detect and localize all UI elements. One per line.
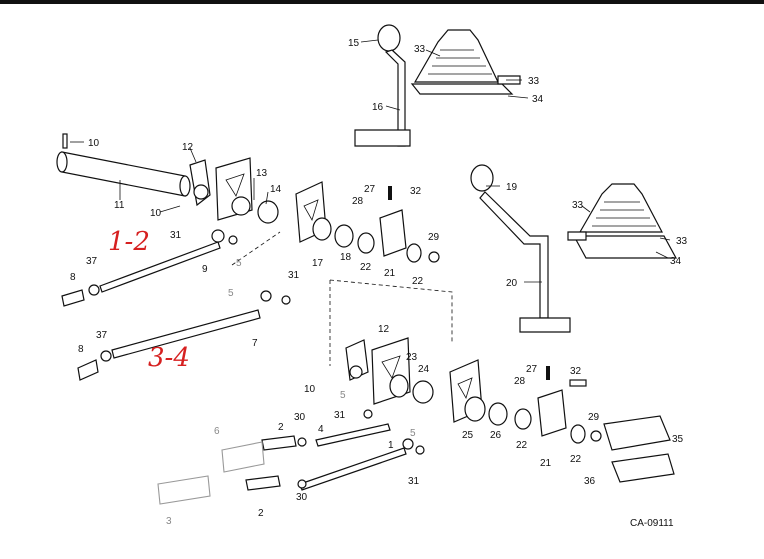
shift-rods-lower — [157, 409, 425, 505]
callout-10: 10 — [150, 208, 162, 219]
callout-33: 33 — [676, 236, 688, 247]
callout-16: 16 — [372, 102, 384, 113]
shift-block-upper — [379, 186, 440, 263]
callout-2: 2 — [278, 422, 284, 433]
callout-7: 7 — [252, 338, 258, 349]
callout-5: 5 — [236, 258, 242, 269]
callout-36: 36 — [584, 476, 596, 487]
shift-plate-upper — [215, 157, 279, 224]
callout-2: 2 — [258, 508, 264, 519]
shift-rod-1-2 — [61, 229, 238, 307]
callout-19: 19 — [506, 182, 518, 193]
callout-30: 30 — [296, 492, 308, 503]
callout-12: 12 — [378, 324, 390, 335]
callout-9: 9 — [202, 264, 208, 275]
lever-boot-upper — [410, 29, 521, 95]
callout-27: 27 — [526, 364, 538, 375]
callout-21: 21 — [540, 458, 552, 469]
callout-5: 5 — [410, 428, 416, 439]
callout-21: 21 — [384, 268, 396, 279]
shift-block-lower — [537, 366, 602, 444]
callout-29: 29 — [588, 412, 600, 423]
callout-28: 28 — [514, 376, 526, 387]
shift-plate-lower — [371, 337, 434, 405]
alignment-lines — [231, 231, 453, 366]
callout-8: 8 — [78, 344, 84, 355]
callout-34: 34 — [670, 256, 682, 267]
callout-17: 17 — [312, 258, 324, 269]
callout-30: 30 — [294, 412, 306, 423]
callout-15: 15 — [348, 38, 360, 49]
callout-13: 13 — [256, 168, 268, 179]
leader-lines — [70, 39, 671, 283]
drawing-code: CA-09111 — [630, 518, 674, 529]
callout-5: 5 — [340, 390, 346, 401]
callout-8: 8 — [70, 272, 76, 283]
cover-plates — [603, 415, 675, 483]
callout-27: 27 — [364, 184, 376, 195]
callout-1: 1 — [388, 440, 394, 451]
callout-22: 22 — [412, 276, 424, 287]
callout-10: 10 — [304, 384, 316, 395]
callout-31: 31 — [334, 410, 346, 421]
callout-20: 20 — [506, 278, 518, 289]
handwritten-1-2: 1-2 — [108, 227, 150, 257]
callout-18: 18 — [340, 252, 352, 263]
callout-34: 34 — [532, 94, 544, 105]
gate-plate-lower — [449, 359, 532, 430]
callout-24: 24 — [418, 364, 430, 375]
callout-33: 33 — [414, 44, 426, 55]
callout-22: 22 — [570, 454, 582, 465]
callout-10: 10 — [88, 138, 100, 149]
callout-32: 32 — [410, 186, 422, 197]
callout-5: 5 — [228, 288, 234, 299]
callout-26: 26 — [490, 430, 502, 441]
callout-33: 33 — [528, 76, 540, 87]
handwritten-3-4: 3-4 — [148, 343, 190, 373]
callout-25: 25 — [462, 430, 474, 441]
bracket-upper — [189, 159, 211, 207]
callout-31: 31 — [170, 230, 182, 241]
shift-lever-upper — [354, 24, 411, 147]
callout-4: 4 — [318, 424, 324, 435]
gate-plate-upper — [295, 181, 375, 254]
shift-lever-lower — [470, 164, 571, 333]
bracket-lower — [345, 339, 369, 381]
callout-22: 22 — [360, 262, 372, 273]
callout-14: 14 — [270, 184, 282, 195]
callout-33: 33 — [572, 200, 584, 211]
callout-3: 3 — [166, 516, 172, 527]
callout-23: 23 — [406, 352, 418, 363]
lever-boot-lower — [567, 183, 678, 259]
shift-rod-3-4 — [77, 290, 291, 381]
shifter-shaft — [56, 133, 191, 197]
callout-11: 11 — [114, 200, 125, 211]
callout-37: 37 — [96, 330, 108, 341]
callout-37: 37 — [86, 256, 98, 267]
callout-12: 12 — [182, 142, 194, 153]
callout-28: 28 — [352, 196, 364, 207]
callout-29: 29 — [428, 232, 440, 243]
callout-31: 31 — [288, 270, 300, 281]
callout-31: 31 — [408, 476, 420, 487]
callout-6: 6 — [214, 426, 220, 437]
callout-32: 32 — [570, 366, 582, 377]
top-border — [0, 0, 764, 4]
callout-35: 35 — [672, 434, 684, 445]
callout-22: 22 — [516, 440, 528, 451]
callout-numbers: 15 33 33 34 16 10 12 10 11 13 14 27 32 2… — [70, 38, 688, 527]
